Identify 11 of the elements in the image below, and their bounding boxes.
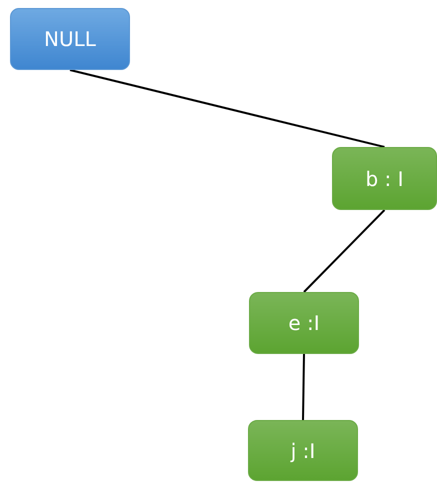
connector-line	[302, 354, 305, 420]
tree-node-box	[332, 147, 437, 210]
node-label: e :I	[288, 311, 320, 335]
connector-line	[303, 209, 386, 293]
connector-line	[70, 69, 385, 148]
node-label: j :I	[290, 438, 316, 462]
node-label: NULL	[44, 27, 96, 51]
tree-node-box	[249, 292, 359, 354]
tree-node-box	[10, 8, 130, 70]
node-label: b : I	[365, 166, 404, 190]
tree-node-box	[248, 420, 358, 481]
